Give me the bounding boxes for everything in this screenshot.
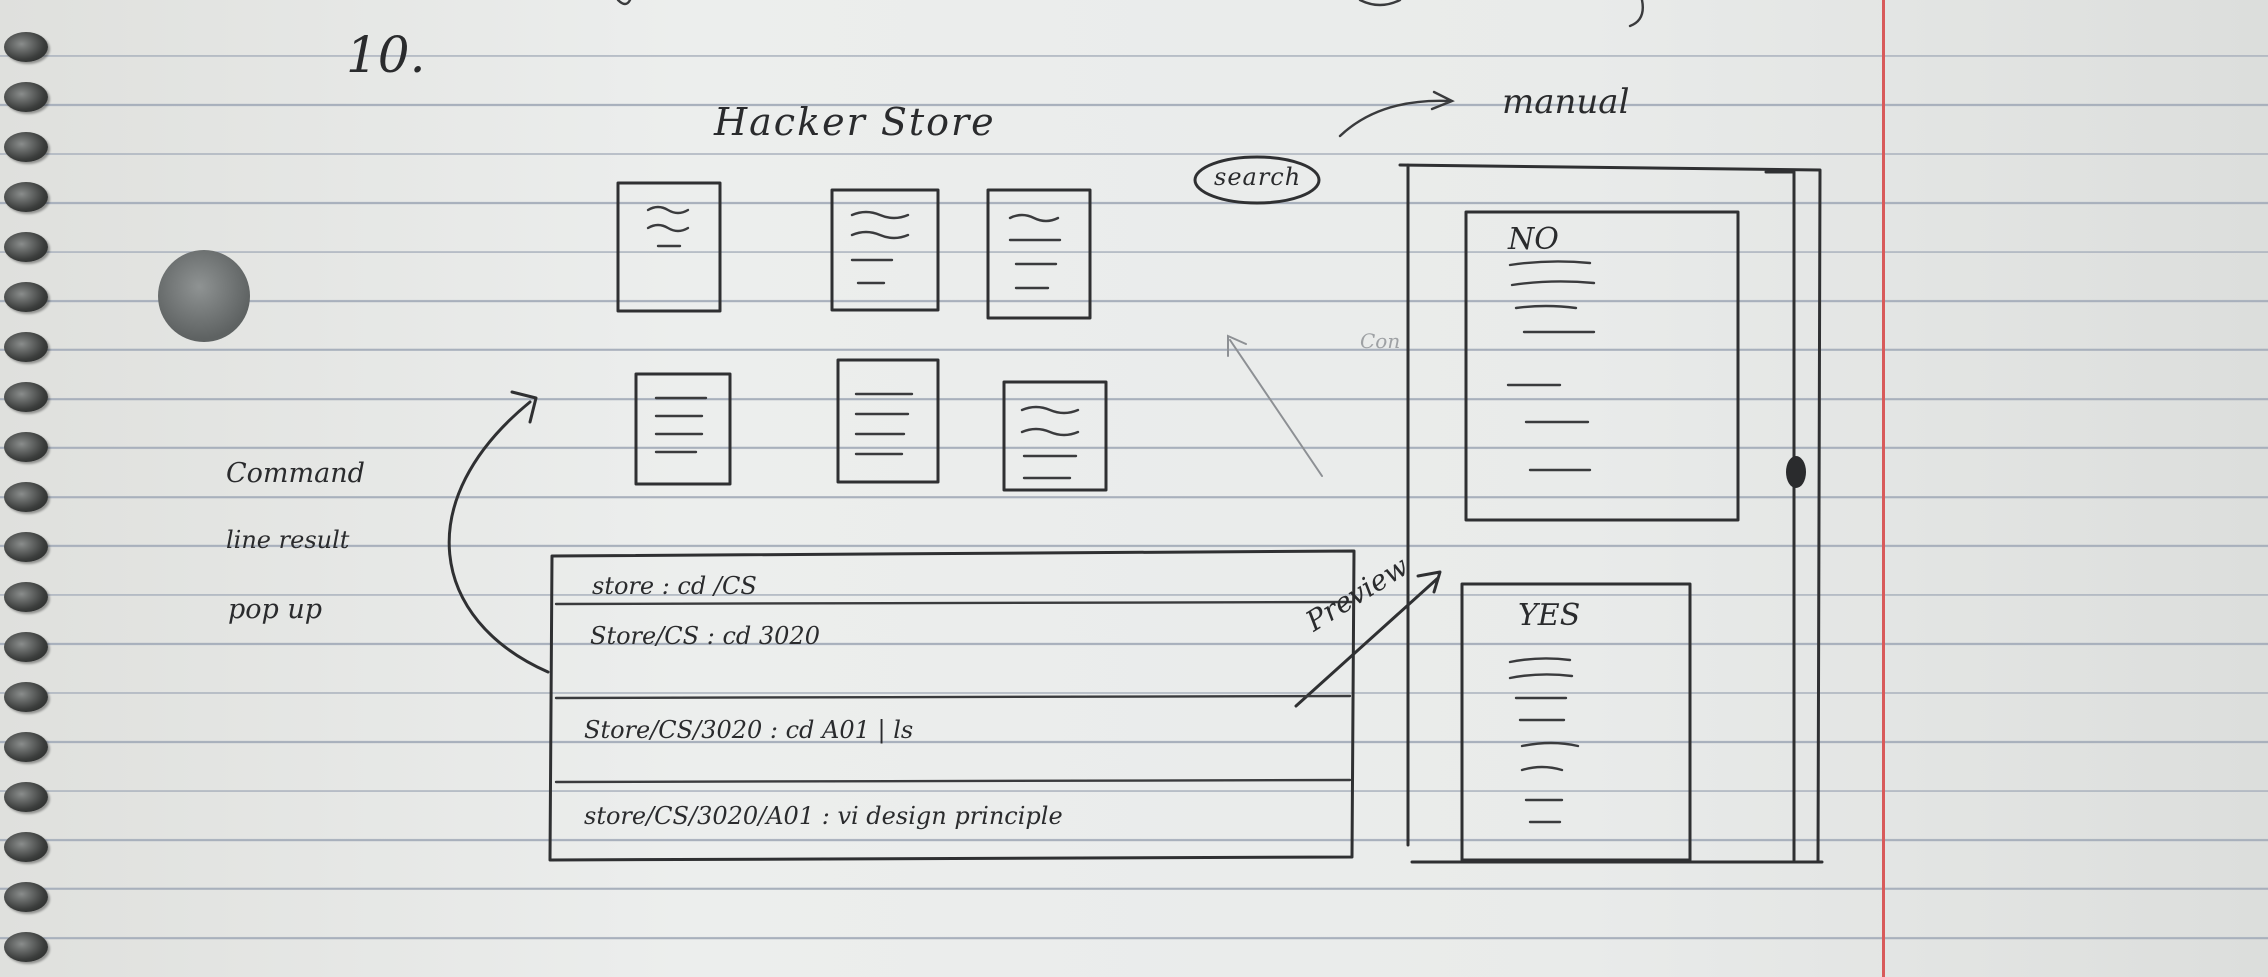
- margin-line: [1882, 0, 1885, 977]
- terminal-row-dividers: [554, 600, 1354, 784]
- spiral-ring: [4, 32, 48, 62]
- spiral-ring: [4, 82, 48, 112]
- punch-hole: [158, 250, 250, 342]
- annotation-arrow-icon: [447, 390, 550, 674]
- app-card[interactable]: [830, 188, 940, 312]
- spiral-ring: [4, 482, 48, 512]
- spiral-ring: [4, 682, 48, 712]
- terminal-line: store/CS/3020/A01 : vi design principle: [584, 802, 1063, 830]
- terminal-line: store : cd /CS: [592, 572, 757, 600]
- app-card[interactable]: [634, 372, 732, 486]
- page-number: 10.: [346, 26, 426, 84]
- spiral-ring: [4, 232, 48, 262]
- app-card[interactable]: [616, 181, 722, 313]
- spiral-ring: [4, 882, 48, 912]
- spiral-ring: [4, 382, 48, 412]
- no-document-lines: [1506, 260, 1596, 472]
- preview-panel-frame: [1398, 163, 1824, 864]
- yes-document-lines: [1508, 657, 1580, 824]
- app-card[interactable]: [986, 188, 1092, 320]
- scrollbar-thumb[interactable]: [1786, 456, 1806, 488]
- yes-document-label: YES: [1518, 598, 1581, 633]
- spiral-ring: [4, 732, 48, 762]
- spiral-binding: [0, 0, 60, 977]
- annotation-line-2: line result: [226, 526, 350, 554]
- no-document-card[interactable]: [1464, 210, 1740, 522]
- no-document-label: NO: [1508, 222, 1559, 257]
- terminal-popup-frame: [548, 549, 1356, 862]
- spiral-ring: [4, 332, 48, 362]
- spiral-ring: [4, 582, 48, 612]
- top-edge-strokes: [616, 0, 1644, 28]
- spiral-ring: [4, 832, 48, 862]
- app-card[interactable]: [836, 358, 940, 484]
- manual-arrow-icon: [1338, 90, 1455, 138]
- spiral-ring: [4, 782, 48, 812]
- manual-note: manual: [1502, 82, 1630, 122]
- preview-arrow-icon: [1294, 570, 1442, 708]
- faint-pencil-text: Con: [1360, 329, 1400, 353]
- spiral-ring: [4, 432, 48, 462]
- spiral-ring: [4, 632, 48, 662]
- search-bar-outline[interactable]: [1193, 155, 1321, 205]
- yes-document-card[interactable]: [1460, 582, 1692, 862]
- faint-arrow-icon: [1227, 334, 1323, 477]
- page-title: Hacker Store: [714, 100, 996, 144]
- terminal-line: Store/CS/3020 : cd A01 | ls: [584, 716, 914, 744]
- spiral-ring: [4, 932, 48, 962]
- terminal-line: Store/CS : cd 3020: [590, 622, 820, 650]
- spiral-ring: [4, 132, 48, 162]
- spiral-ring: [4, 282, 48, 312]
- spiral-ring: [4, 532, 48, 562]
- spiral-ring: [4, 182, 48, 212]
- annotation-line-3: pop up: [228, 594, 323, 625]
- annotation-line-1: Command: [226, 458, 365, 489]
- search-button[interactable]: search: [1214, 163, 1302, 191]
- app-card[interactable]: [1002, 380, 1108, 492]
